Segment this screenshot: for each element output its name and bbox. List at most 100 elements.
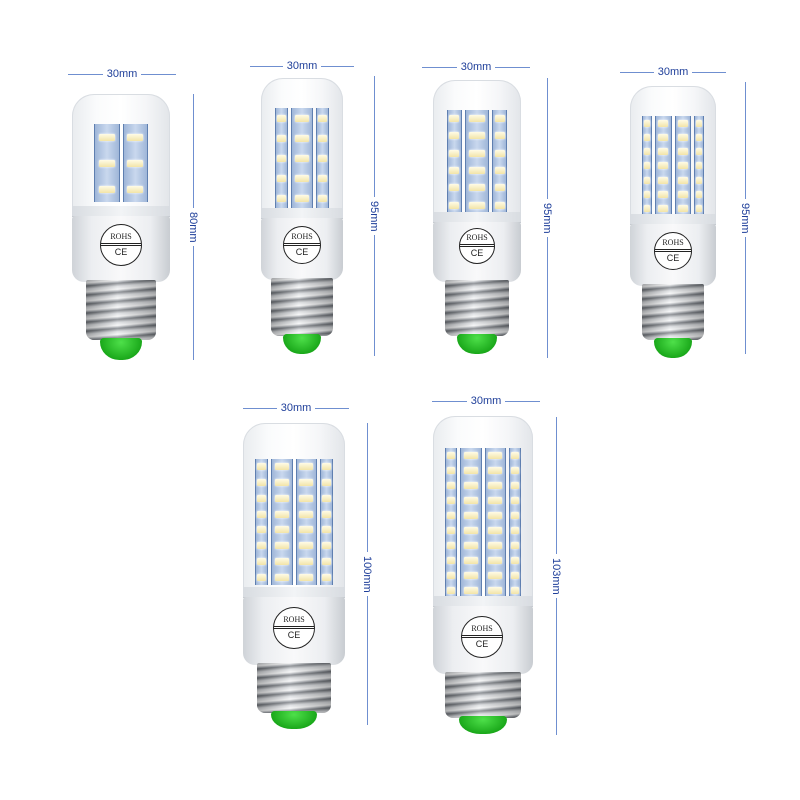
- screw-base: [642, 284, 704, 340]
- led-column: [122, 124, 148, 202]
- led-column: [464, 110, 490, 214]
- bulb-95mm-a: ROHS CE: [261, 78, 343, 358]
- led-column: [508, 448, 521, 598]
- dimension-line: [546, 78, 548, 199]
- led-strip: [275, 108, 329, 208]
- bulb-95mm-c: ROHS CE: [630, 86, 716, 358]
- led-column: [270, 459, 293, 585]
- badge-divider: [462, 635, 502, 638]
- rohs-text: ROHS: [471, 624, 493, 633]
- width-label: 30mm: [657, 66, 689, 78]
- led-column: [654, 116, 672, 216]
- dimension-line: [505, 400, 540, 402]
- dimension-line: [744, 237, 746, 354]
- dim-height-bulb-6: 103mm: [549, 417, 563, 735]
- height-label: 80mm: [187, 211, 199, 243]
- led-column: [642, 116, 652, 216]
- dimension-line: [366, 596, 368, 725]
- ce-text: CE: [287, 630, 301, 640]
- led-strip: [447, 110, 508, 214]
- led-strip: [94, 124, 148, 202]
- dim-width-bulb-3: 30mm: [422, 60, 530, 74]
- green-contact-cap: [271, 711, 317, 729]
- led-strip: [255, 459, 333, 585]
- dimension-line: [315, 407, 349, 409]
- bulb-80mm: ROHS CE: [72, 94, 170, 364]
- dimension-line: [141, 73, 176, 75]
- bulb-100mm: ROHS CE: [243, 423, 345, 731]
- ce-text: CE: [475, 639, 489, 649]
- dimension-line: [432, 400, 467, 402]
- ce-text: CE: [295, 247, 309, 257]
- led-column: [445, 448, 458, 598]
- green-contact-cap: [283, 334, 321, 354]
- rohs-text: ROHS: [110, 232, 132, 241]
- dimension-line: [555, 598, 557, 735]
- ce-text: CE: [666, 253, 680, 263]
- height-label: 103mm: [550, 557, 562, 595]
- screw-base: [445, 672, 521, 718]
- height-label: 95mm: [739, 202, 751, 234]
- dimension-line: [250, 65, 283, 67]
- rohs-text: ROHS: [283, 615, 305, 624]
- green-contact-cap: [457, 334, 497, 354]
- rohs-ce-badge: ROHS CE: [459, 228, 495, 264]
- green-contact-cap: [654, 338, 692, 358]
- led-column: [484, 448, 506, 598]
- screw-base: [86, 280, 156, 340]
- screw-base: [257, 663, 331, 713]
- bulb-95mm-b: ROHS CE: [433, 80, 521, 356]
- rohs-ce-badge: ROHS CE: [283, 226, 321, 264]
- led-column: [255, 459, 268, 585]
- led-column: [460, 448, 482, 598]
- dimension-line: [68, 73, 103, 75]
- dim-width-bulb-6: 30mm: [432, 394, 540, 408]
- dimension-line: [692, 71, 726, 73]
- dimension-line: [744, 82, 746, 199]
- led-column: [674, 116, 692, 216]
- dimension-line: [373, 235, 375, 356]
- width-label: 30mm: [280, 402, 312, 414]
- dimension-line: [192, 94, 194, 208]
- rohs-ce-badge: ROHS CE: [654, 232, 692, 270]
- dim-height-bulb-3: 95mm: [540, 78, 554, 358]
- dim-height-bulb-4: 95mm: [738, 82, 752, 354]
- led-strip: [642, 116, 704, 216]
- dim-height-bulb-2: 95mm: [367, 76, 381, 356]
- dimension-line: [620, 71, 654, 73]
- dim-width-bulb-1: 30mm: [68, 67, 176, 81]
- rohs-text: ROHS: [662, 238, 684, 247]
- dimension-line: [495, 66, 530, 68]
- dimension-line: [243, 407, 277, 409]
- rohs-ce-badge: ROHS CE: [461, 616, 503, 658]
- dim-width-bulb-4: 30mm: [620, 65, 726, 79]
- width-label: 30mm: [286, 60, 318, 72]
- dimension-line: [555, 417, 557, 554]
- rohs-text: ROHS: [466, 233, 488, 242]
- led-column: [694, 116, 704, 216]
- led-column: [320, 459, 333, 585]
- height-label: 95mm: [541, 202, 553, 234]
- led-column: [316, 108, 329, 208]
- bulb-103mm: ROHS CE: [433, 416, 533, 734]
- height-label: 100mm: [361, 555, 373, 593]
- rohs-text: ROHS: [291, 232, 313, 241]
- badge-divider: [284, 243, 320, 246]
- badge-divider: [655, 249, 691, 252]
- badge-divider: [274, 626, 314, 629]
- badge-divider: [460, 244, 494, 247]
- led-strip: [445, 448, 521, 598]
- rohs-ce-badge: ROHS CE: [100, 224, 142, 266]
- green-contact-cap: [100, 338, 142, 360]
- ce-text: CE: [470, 248, 484, 258]
- dim-width-bulb-5: 30mm: [243, 401, 349, 415]
- badge-divider: [101, 243, 141, 246]
- dim-width-bulb-2: 30mm: [250, 59, 354, 73]
- dimension-line: [422, 66, 457, 68]
- led-column: [295, 459, 318, 585]
- led-column: [275, 108, 288, 208]
- dimension-line: [192, 246, 194, 360]
- dim-height-bulb-1: 80mm: [186, 94, 200, 360]
- width-label: 30mm: [106, 68, 138, 80]
- green-contact-cap: [459, 716, 507, 734]
